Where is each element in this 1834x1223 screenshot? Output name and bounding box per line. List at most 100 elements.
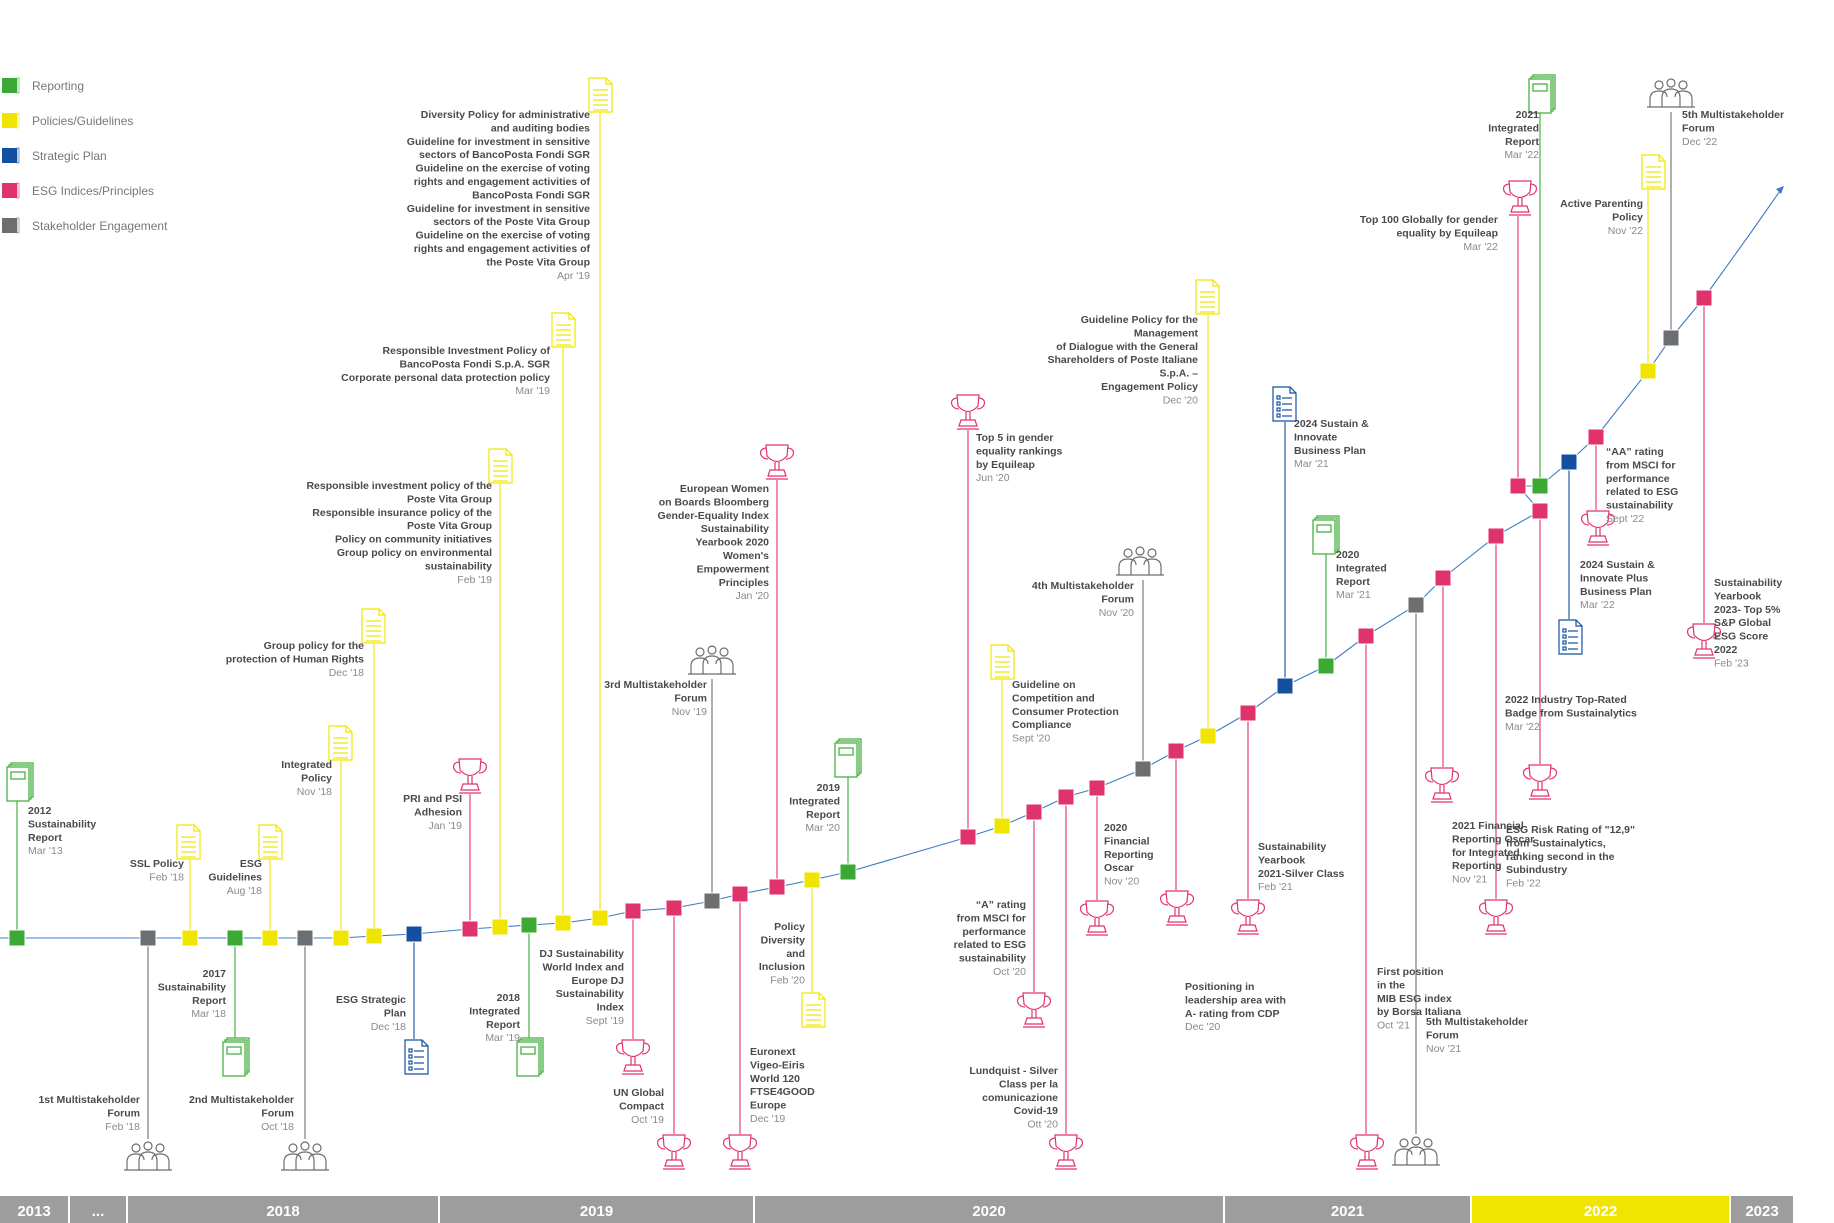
- event-marker-reporting[interactable]: [1531, 477, 1549, 495]
- event-label-line: Guideline on the exercise of voting: [416, 230, 590, 242]
- event-date: Mar '21: [1294, 458, 1329, 470]
- event-marker-esg[interactable]: [665, 899, 683, 917]
- event-label-line: Active Parenting: [1560, 198, 1643, 210]
- event-date: Feb '19: [457, 574, 492, 586]
- event-marker-policies[interactable]: [365, 927, 383, 945]
- event-marker-esg[interactable]: [1695, 289, 1713, 307]
- event-marker-policies[interactable]: [1199, 727, 1217, 745]
- event-label-line: sustainability: [1606, 500, 1673, 512]
- event-marker-esg[interactable]: [959, 828, 977, 846]
- event-marker-esg[interactable]: [1531, 502, 1549, 520]
- event-marker-esg[interactable]: [1239, 704, 1257, 722]
- event-marker-reporting[interactable]: [839, 863, 857, 881]
- event-label-line: Plan: [384, 1007, 406, 1019]
- event-marker-esg[interactable]: [1167, 742, 1185, 760]
- event-label-line: Shareholders of Poste Italiane: [1047, 354, 1198, 366]
- event-marker-stakeholder[interactable]: [703, 892, 721, 910]
- year-segment-2018: 2018: [128, 1196, 438, 1223]
- year-segment-2022: 2022: [1472, 1196, 1729, 1223]
- event-marker-policies[interactable]: [993, 817, 1011, 835]
- event-marker-policies[interactable]: [332, 929, 350, 947]
- event-label-line: related to ESG: [1606, 486, 1678, 498]
- event-marker-policies[interactable]: [181, 929, 199, 947]
- event-marker-strategic[interactable]: [405, 925, 423, 943]
- event-marker-stakeholder[interactable]: [1407, 596, 1425, 614]
- event-date: Sept '19: [586, 1015, 624, 1027]
- event-label-line: DJ Sustainability: [539, 948, 624, 960]
- event-date: Feb '18: [149, 871, 184, 883]
- event-marker-esg[interactable]: [1357, 627, 1375, 645]
- event-marker-esg[interactable]: [731, 885, 749, 903]
- event-label-line: A- rating from CDP: [1185, 1008, 1280, 1020]
- event-label-line: 2022 Industry Top-Rated: [1505, 694, 1627, 706]
- event-label-line: Yearbook: [1258, 854, 1305, 866]
- event-label-line: on Boards Bloomberg: [659, 496, 769, 508]
- event-marker-reporting[interactable]: [8, 929, 26, 947]
- event-marker-stakeholder[interactable]: [1662, 329, 1680, 347]
- event-label-line: Policy: [1612, 211, 1643, 223]
- event-date: Feb '23: [1714, 657, 1749, 669]
- year-label: 2018: [266, 1203, 299, 1220]
- document-icon: [176, 824, 201, 860]
- event-date: Nov '21: [1426, 1043, 1461, 1055]
- event-marker-esg[interactable]: [624, 902, 642, 920]
- trophy-icon: [615, 1039, 651, 1075]
- event-label-line: Guideline on the exercise of voting: [416, 163, 590, 175]
- event-label-line: Lundquist - Silver: [969, 1065, 1058, 1077]
- document-icon: [1195, 279, 1220, 315]
- event-label-line: Report: [486, 1019, 520, 1031]
- event-marker-strategic[interactable]: [1560, 453, 1578, 471]
- event-label-line: ESG Score: [1714, 631, 1768, 643]
- event-label-line: and auditing bodies: [491, 122, 590, 134]
- event-marker-policies[interactable]: [803, 871, 821, 889]
- event-marker-esg[interactable]: [1587, 428, 1605, 446]
- event-marker-esg[interactable]: [1434, 569, 1452, 587]
- document-icon: [990, 644, 1015, 680]
- event-label-line: equality by Equileap: [1396, 227, 1498, 239]
- event-marker-esg[interactable]: [1025, 803, 1043, 821]
- event-date: Feb '20: [770, 975, 805, 987]
- event-label-line: UN Global: [613, 1087, 664, 1099]
- event-label-line: in the: [1377, 979, 1405, 991]
- event-marker-policies[interactable]: [261, 929, 279, 947]
- trophy-icon: [452, 758, 488, 794]
- event-label-line: Responsible insurance policy of the: [312, 507, 492, 519]
- event-label-line: Principles: [719, 577, 769, 589]
- event-marker-reporting[interactable]: [520, 916, 538, 934]
- event-marker-strategic[interactable]: [1276, 677, 1294, 695]
- event-marker-esg[interactable]: [1509, 477, 1527, 495]
- year-segment-2023: 2023: [1731, 1196, 1793, 1223]
- event-label-line: Group policy on environmental: [337, 547, 492, 559]
- event-label-line: Innovate: [1294, 431, 1337, 443]
- legend-label: Strategic Plan: [32, 149, 107, 163]
- event-marker-esg[interactable]: [1057, 788, 1075, 806]
- event-marker-policies[interactable]: [491, 918, 509, 936]
- event-marker-esg[interactable]: [768, 878, 786, 896]
- event-marker-esg[interactable]: [1088, 779, 1106, 797]
- event-marker-policies[interactable]: [591, 909, 609, 927]
- event-label-line: PRI and PSI: [403, 793, 462, 805]
- event-marker-reporting[interactable]: [226, 929, 244, 947]
- event-marker-esg[interactable]: [1487, 527, 1505, 545]
- event-marker-reporting[interactable]: [1317, 657, 1335, 675]
- legend-label: Reporting: [32, 79, 84, 93]
- event-label-line: Top 5 in gender: [976, 432, 1053, 444]
- event-marker-policies[interactable]: [554, 914, 572, 932]
- event-date: Mar '13: [28, 845, 63, 857]
- event-marker-stakeholder[interactable]: [139, 929, 157, 947]
- event-label-line: Reporting Oscar: [1452, 833, 1534, 845]
- event-marker-policies[interactable]: [1639, 362, 1657, 380]
- event-marker-esg[interactable]: [461, 920, 479, 938]
- event-label-line: Covid-19: [1014, 1105, 1059, 1117]
- event-label-line: from MSCI for: [957, 912, 1026, 924]
- event-label-line: 2012: [28, 805, 52, 817]
- event-marker-stakeholder[interactable]: [296, 929, 314, 947]
- event-date: Jan '19: [428, 820, 462, 832]
- event-marker-stakeholder[interactable]: [1134, 760, 1152, 778]
